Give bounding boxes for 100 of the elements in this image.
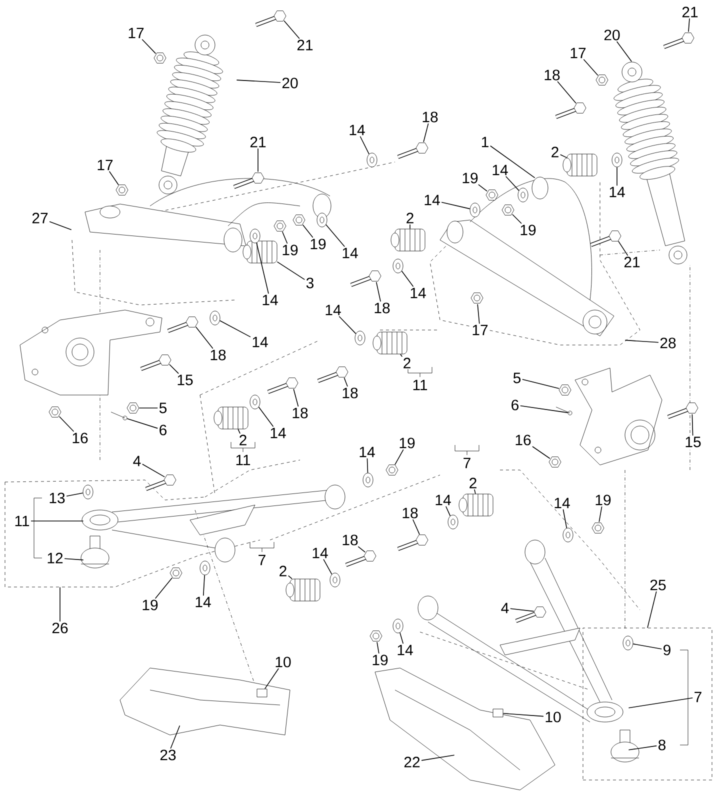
cotter-pin [110,412,128,420]
callout-number: 22 [402,756,422,768]
callout-number: 19 [460,172,480,184]
leader-line [400,354,403,357]
callout-number: 23 [158,748,178,762]
callout-number: 21 [248,136,268,148]
nut [386,464,398,476]
washer [392,258,404,274]
callout-number: 17 [126,26,146,40]
callout-number: 14 [408,286,428,300]
leader-line [632,644,662,650]
bolt [555,102,586,119]
leader-line [692,414,694,436]
bolt [667,402,698,419]
callout-number: 2 [278,564,288,578]
callout-number: 11 [411,378,429,392]
callout-number: 14 [260,294,280,306]
callout-number: 17 [96,158,114,172]
ball-joint [610,730,640,762]
washer [518,188,528,202]
callout-number: 14 [396,644,414,656]
leader-line [276,261,306,280]
leader-line [338,316,356,334]
bolt [397,142,428,159]
washer [250,394,260,410]
bolt [140,354,172,371]
callout-number: 17 [470,324,490,336]
nut [470,292,484,304]
callout-number: 21 [296,38,314,52]
leader-line [421,754,455,761]
callout-number: 18 [290,406,310,420]
leader-line [142,38,156,54]
leader-line [616,166,618,186]
leader-line [264,668,279,690]
callout-number: 19 [398,436,416,450]
leader-line [170,725,180,749]
leader-line [168,364,179,374]
ball-joint [80,536,110,568]
callout-number: 7 [692,690,704,704]
shock-absorber [156,34,223,194]
leader-line [505,176,520,191]
washer [562,528,574,542]
callout-number: 18 [208,348,228,362]
leader-line [478,184,488,192]
callout-number: 14 [358,446,376,458]
leader-line [474,489,476,494]
callout-number: 27 [30,212,50,224]
leader-line [195,326,214,349]
nut [596,74,608,86]
washer [392,618,404,634]
callout-number: 7 [256,554,268,566]
callout-number: 2 [402,356,412,370]
leader-line [126,418,158,429]
leader-line [258,406,274,428]
bushing [372,332,408,354]
nut [592,522,604,534]
lower-arm [418,540,624,722]
leader-line [64,558,84,560]
callout-number: 2 [550,146,560,158]
leader-line [412,519,420,535]
leader-line [628,745,658,750]
leader-line [344,377,348,387]
bolt [590,230,622,247]
nut [502,204,514,216]
leader-line [520,405,568,414]
leader-line [302,224,314,238]
bolt [345,550,376,567]
callout-number: 6 [158,424,168,436]
callout-number: 14 [348,124,366,136]
nut [154,52,166,64]
callout-number: 1 [480,136,490,148]
callout-number: 18 [340,386,360,400]
callout-number: 18 [420,110,440,124]
leader-line [326,224,345,248]
bolt [167,316,198,333]
callout-number: 18 [542,68,562,82]
washer [82,484,94,500]
leader-line [510,608,534,612]
leader-line [616,41,632,62]
callout-number: 19 [518,224,538,236]
washer [448,514,458,530]
leader-line [284,20,300,39]
callout-number: 14 [268,426,288,440]
leader-line [583,58,598,76]
bushing [562,154,598,176]
callout-number: 19 [594,494,612,506]
washer [330,572,340,588]
callout-number: 14 [608,186,626,198]
bolt [317,366,348,383]
callout-number: 28 [658,336,678,350]
callout-number: 7 [462,456,472,470]
washer [622,636,634,650]
callout-number: 14 [340,246,360,260]
dashed-frame [4,480,206,588]
callout-number: 21 [622,256,642,268]
callout-number: 20 [280,76,300,90]
cotter-pin [556,406,572,416]
bushing [390,228,426,252]
callout-number: 11 [234,454,252,466]
callout-number: 16 [70,432,90,444]
